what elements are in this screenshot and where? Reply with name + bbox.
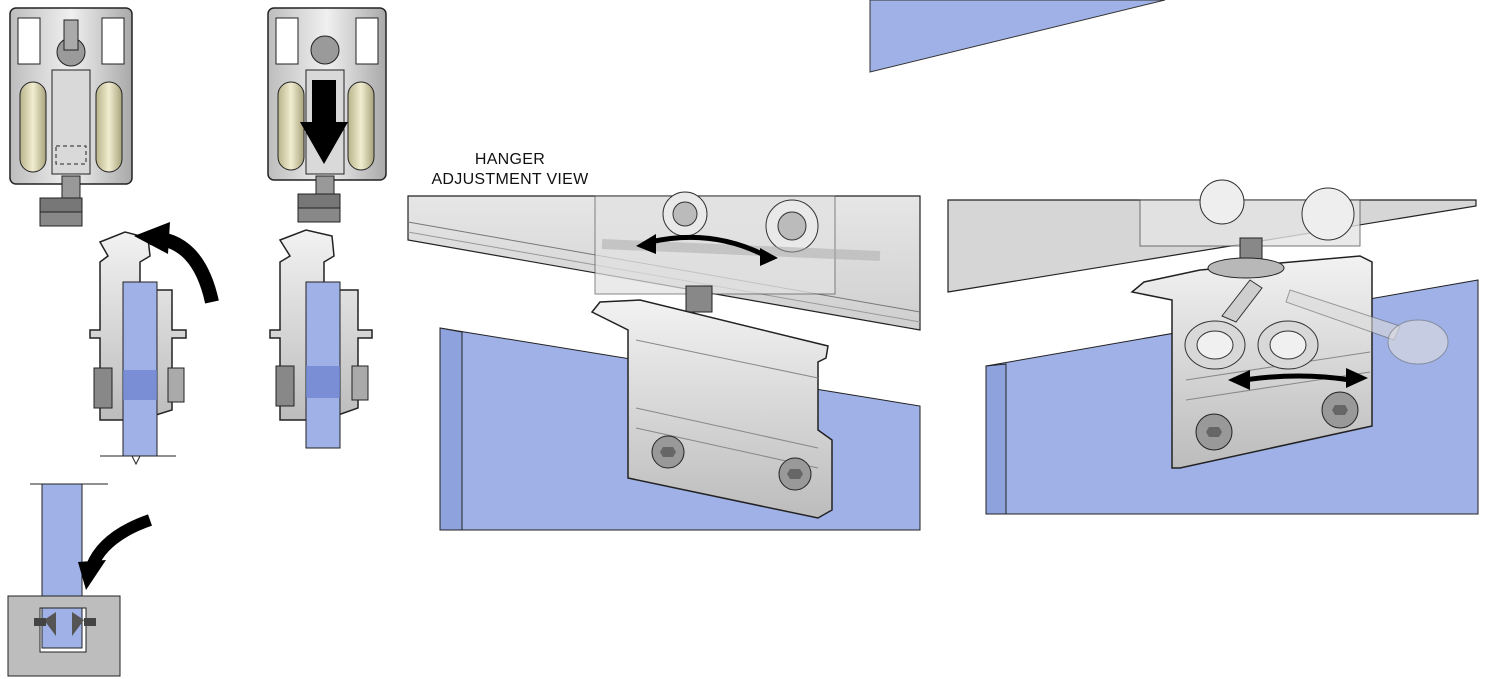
hex-socket-screw-icon	[778, 457, 812, 491]
caption-line-2: ADJUSTMENT VIEW	[431, 171, 589, 188]
down-arrow-icon	[300, 80, 348, 164]
glass-panel-top	[869, 0, 1166, 73]
rail-section-2	[269, 229, 373, 449]
curved-arrow-icon	[134, 222, 219, 304]
caption-line-1: HANGER	[474, 151, 546, 168]
trolley-front-view-1	[9, 7, 133, 227]
hex-socket-screw-icon	[1195, 413, 1233, 451]
hex-socket-screw-icon	[651, 435, 685, 469]
bottom-floor-guide	[7, 483, 153, 677]
roller-wheel-right	[95, 81, 123, 173]
rail-section-1	[89, 222, 219, 466]
double-curved-arrow-icon	[636, 234, 778, 266]
hex-socket-screw-icon	[1321, 391, 1359, 429]
trolley-front-view-2	[267, 7, 387, 223]
roller-wheel-left	[19, 81, 47, 173]
hanger-adjustment-view	[407, 191, 921, 531]
double-curved-arrow-icon	[1228, 368, 1368, 390]
wrench-adjustment-view	[947, 179, 1479, 515]
hanger-adjustment-caption: HANGER ADJUSTMENT VIEW	[420, 150, 600, 190]
curved-arrow-icon	[78, 514, 153, 590]
wrench-icon	[1184, 279, 1449, 370]
